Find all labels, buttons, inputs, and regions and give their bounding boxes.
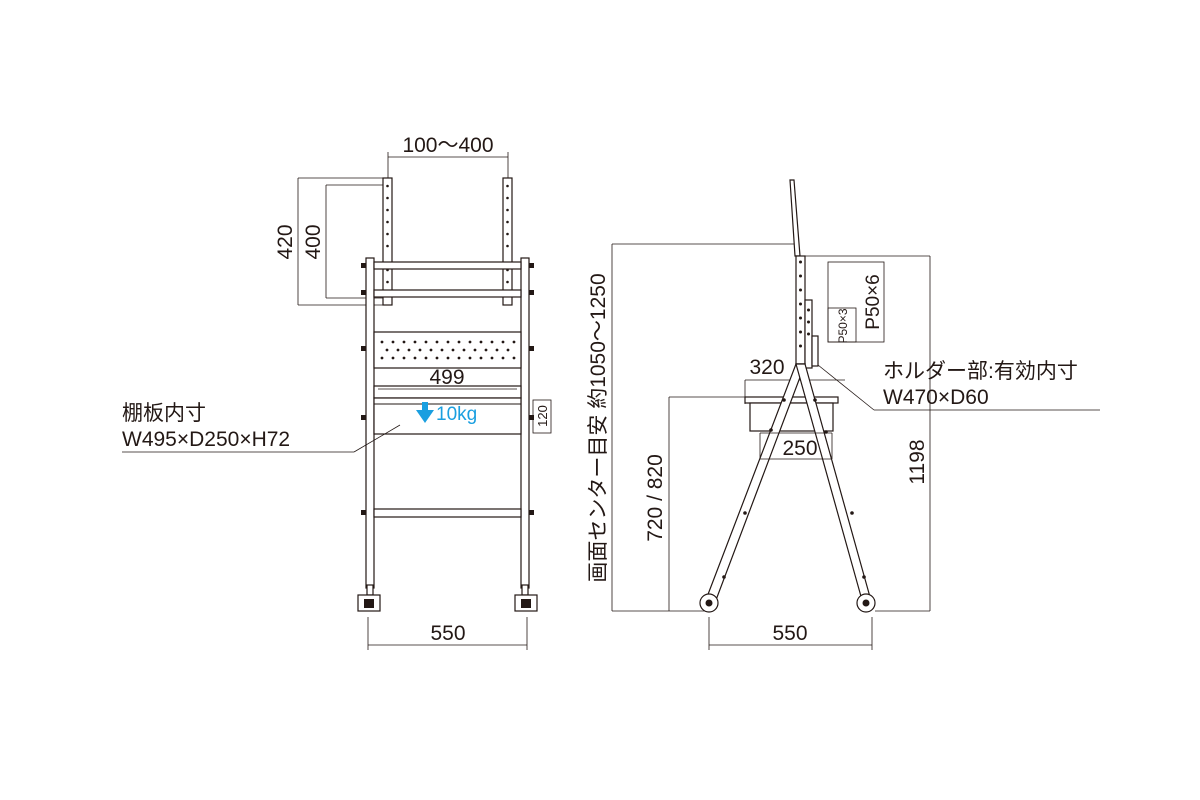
side-view: 画面センター目安 約1050〜1250 720 / 820 P50×3 P50×… [587, 179, 1100, 650]
holder-dims: W470×D60 [883, 386, 989, 409]
shelf-inner-dims: W495×D250×H72 [122, 428, 290, 451]
right-post [520, 257, 530, 589]
shelf-width-label: 499 [429, 366, 464, 389]
left-post [365, 257, 375, 589]
foot-left [357, 584, 381, 612]
front-view: 100〜400 420 400 [122, 134, 552, 650]
holder-block [811, 335, 819, 367]
lower-crossbar [373, 508, 522, 518]
shelf-height-range-label: 720 / 820 [644, 454, 667, 542]
pitch-small-label: P50×3 [836, 308, 850, 343]
shelf-height-box [532, 399, 552, 434]
side-base-width-label: 550 [772, 622, 807, 645]
foot-right [514, 584, 538, 612]
total-height-label: 1198 [906, 439, 929, 484]
shelf-load-label: 10kg [436, 404, 477, 425]
top-depth-label: 320 [749, 356, 784, 379]
pitch-box-small [827, 307, 857, 343]
holder-bar-upper [373, 261, 522, 270]
caster-rear [856, 593, 876, 613]
front-base-width-label: 550 [430, 622, 465, 645]
caster-front [699, 593, 719, 613]
vesa-inner-height-label: 400 [302, 224, 325, 259]
perforated-panel [373, 331, 522, 369]
vesa-bracket-right [502, 177, 513, 306]
vesa-bracket-holes [386, 184, 509, 298]
pitch-large-label: P50×6 [863, 274, 884, 329]
vesa-bracket-left [382, 177, 393, 306]
shelf-inner-title: 棚板内寸 [122, 402, 206, 425]
holder-bar-lower [373, 289, 522, 298]
display-panel [789, 179, 801, 257]
holder-leader [817, 364, 875, 411]
post-pins [361, 263, 534, 515]
screen-center-label: 画面センター目安 約1050〜1250 [587, 273, 610, 582]
vesa-outer-height-label: 420 [274, 224, 297, 259]
column-holes [799, 260, 810, 348]
holder-label: ホルダー部:有効内寸 [883, 360, 1078, 383]
shelf-height-label: 120 [535, 405, 550, 427]
shelf-depth-label: 250 [782, 437, 817, 460]
side-column [795, 255, 806, 365]
load-arrow-icon [416, 402, 434, 423]
vesa-width-label: 100〜400 [402, 134, 493, 157]
panel-holes [380, 340, 516, 360]
